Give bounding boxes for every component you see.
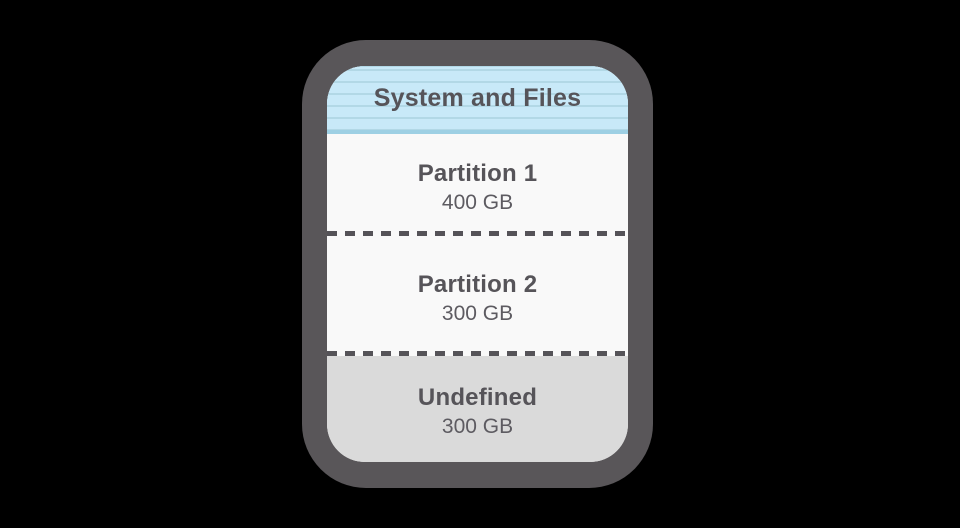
partition-1-name: Partition 1 [417,159,538,187]
disk-inner: System and Files Partition 1 400 GB Part… [327,66,628,462]
partition-2-name: Partition 2 [417,270,538,298]
dashed-divider-1 [327,231,628,236]
disk-header-title: System and Files [373,83,582,112]
partition-2-size: 300 GB [441,301,514,325]
undefined-section: Undefined 300 GB [327,356,628,462]
partition-1-section: Partition 1 400 GB [327,134,628,231]
undefined-size: 300 GB [441,414,514,438]
disk-header: System and Files [327,66,628,134]
dashed-divider-2 [327,351,628,356]
partition-2-section: Partition 2 300 GB [327,236,628,351]
partition-1-size: 400 GB [441,190,514,214]
undefined-name: Undefined [417,383,538,411]
disk-container: System and Files Partition 1 400 GB Part… [302,40,653,488]
